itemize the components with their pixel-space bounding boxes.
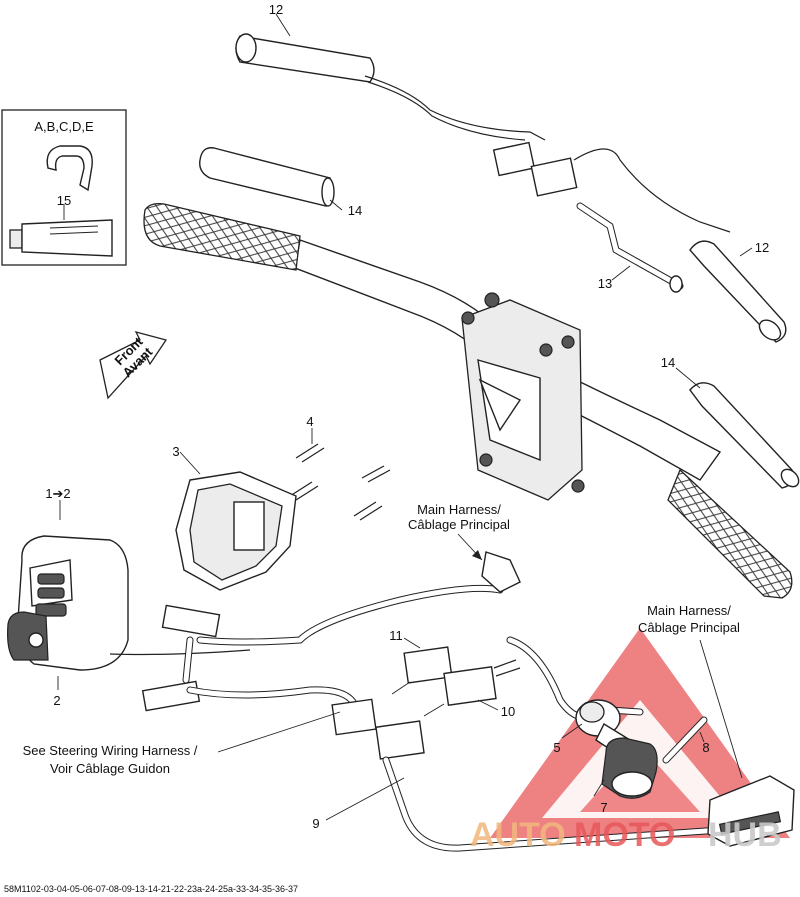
grip-connector-pair [492,141,731,233]
heated-grip-element-top [235,33,546,141]
callout-10: 10 [501,704,515,719]
screws-4 [289,443,391,521]
clamp-7 [601,737,658,799]
watermark-text-part3: HUB [708,816,782,854]
grip-sleeve-right [689,382,800,489]
inset-label: A,B,C,D,E [34,119,94,134]
main-harness-note-1-line2: Câblage Principal [408,517,510,532]
steering-harness-note: See Steering Wiring Harness / Voir Câbla… [23,711,341,776]
main-harness-connector-block [707,775,795,847]
callout-12-top: 12 [269,2,283,17]
adhesive-tube-part [9,219,113,257]
callout-3: 3 [172,444,179,459]
main-harness-note-1-line1: Main Harness/ [417,502,501,517]
callout-14-top: 14 [348,203,362,218]
watermark-text: AUTO MOTO HUB [470,816,782,854]
main-harness-note-2-line2: Câblage Principal [638,620,740,635]
callout-5: 5 [553,740,560,755]
callout-7: 7 [600,800,607,815]
callout-14-right: 14 [661,355,675,370]
callout-9: 9 [312,816,319,831]
heated-grip-element-right [689,240,787,343]
switch-housing-3 [175,471,297,591]
grip-insert-part [46,145,93,192]
callout-13: 13 [598,276,612,291]
callout-15: 15 [57,193,71,208]
grip-sleeve-top [199,147,335,207]
callout-2: 2 [53,693,60,708]
handlebar-riser [461,292,585,501]
control-switch-block [7,535,251,671]
diagram-reference-code: 58M1102-03-04-05-06-07-08-09-13-14-21-22… [4,884,298,894]
inset-box: A,B,C,D,E 15 [1,109,127,266]
callout-12-right: 12 [755,240,769,255]
callout-1-to-2: 1➔2 [45,486,70,501]
grip-tube-13 [576,202,684,293]
callout-11: 11 [389,628,403,643]
bolt-8 [662,716,708,764]
main-harness-note-1: Main Harness/ Câblage Principal [408,502,510,561]
callout-4: 4 [306,414,313,429]
watermark-text-part1: AUTO [470,816,566,854]
main-harness-note-2-line1: Main Harness/ [647,603,731,618]
callout-8: 8 [702,740,709,755]
front-direction-arrow: Front Avant [99,331,168,400]
connector-11 [391,646,453,695]
steering-harness-note-line2: Voir Câblage Guidon [50,761,170,776]
main-harness-note-2: Main Harness/ Câblage Principal [638,603,743,779]
connector-10 [423,659,521,717]
steering-harness-note-line1: See Steering Wiring Harness / [23,743,198,758]
watermark-text-part2: MOTO [574,816,675,854]
